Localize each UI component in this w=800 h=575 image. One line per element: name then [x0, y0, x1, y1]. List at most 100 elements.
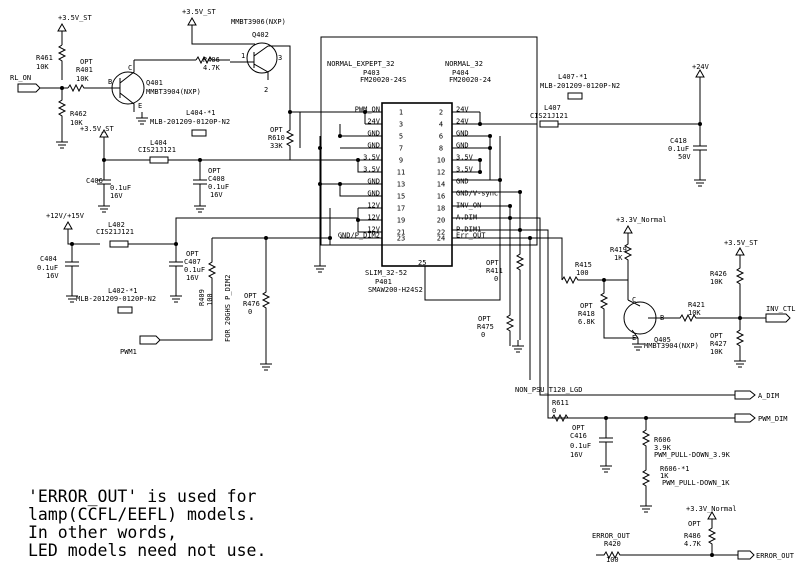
opt-label: OPT [486, 259, 499, 267]
rail-35v-st-2: +3.5V_ST [182, 8, 217, 16]
l407-filter: L407-*1 MLB-201209-0120P-N2 L407 CIS21J1… [530, 63, 710, 174]
connector-left-signal: GND/P_DIM2 [338, 232, 380, 240]
tab-pin-25: 25 [418, 259, 426, 267]
svg-text:2: 2 [264, 86, 268, 94]
r610-ref: R610 [268, 134, 285, 142]
connector-left-signal: GND [367, 130, 380, 138]
connector-pin-number: 3 [399, 121, 403, 129]
connector-pin-number: 19 [397, 217, 405, 225]
l407-ref: L407 [544, 104, 561, 112]
q401-ref: Q401 [146, 79, 163, 87]
opt-label: OPT [710, 332, 723, 340]
connector-right-signal: GND [456, 142, 469, 150]
c406-rating: 16V [110, 192, 123, 200]
connector-right-signal: GND [456, 178, 469, 186]
note-line-3: In other words, [28, 523, 178, 542]
opt-label: OPT [478, 315, 491, 323]
connector-left-signal: 3.5V [363, 154, 381, 162]
c416-value: 0.1uF [570, 442, 591, 450]
connector-pin-number: 9 [399, 157, 403, 165]
connector-pin-number: 7 [399, 145, 403, 153]
l404-1-part: MLB-201209-0120P-N2 [150, 118, 230, 126]
connector-pin-number: 15 [397, 193, 405, 201]
l407-1-ref: L407-*1 [558, 73, 588, 81]
pwm1-path: R409 100 FOR 20GHS P_DIM2 PWM1 OPT R476 … [120, 237, 330, 358]
c406-value: 0.1uF [110, 184, 131, 192]
r418-ref: R418 [578, 310, 595, 318]
junction-dots [60, 86, 742, 557]
r409-ref: R409 [198, 289, 206, 306]
connector-pin-number: 8 [439, 145, 443, 153]
l402-ref: L402 [108, 221, 125, 229]
connector-pin-number: 1 [399, 109, 403, 117]
rail-33v-normal-1: +3.3V_Normal [616, 216, 667, 224]
svg-text:C: C [128, 64, 132, 72]
slim-label: SLIM_32-52 [365, 269, 407, 277]
svg-text:B: B [108, 78, 112, 86]
c416-ref: C416 [570, 432, 587, 440]
c404-value: 0.1uF [37, 264, 58, 272]
opt-label: OPT [688, 520, 701, 528]
q405-ref: Q405 [654, 336, 671, 344]
for-20ghs-label: FOR 20GHS P_DIM2 [224, 275, 232, 342]
connector-right-signal: 24V [456, 106, 469, 114]
pwm-dim-label: PWM_DIM [758, 415, 788, 423]
r475-ref: R475 [477, 323, 494, 331]
opt-label: OPT [186, 250, 199, 258]
r606-1-ref: R606-*1 [660, 465, 690, 473]
r427-value: 10K [710, 348, 723, 356]
connector-pin-number: 2 [439, 109, 443, 117]
power-rail-35v-top: +3.5V_ST R461 10K OPT [36, 14, 93, 80]
l404-part: CIS21J121 [138, 146, 176, 154]
r486-ref: R486 [684, 532, 701, 540]
q402-part: MMBT3906(NXP) [231, 18, 286, 26]
c408-rating: 16V [210, 191, 223, 199]
title-normal-32: NORMAL_32 [445, 60, 483, 68]
right-signal-network: OPT R411 0 OPT R475 0 NON_PSU_T120_LGD A… [424, 192, 788, 500]
rail-35v-st-1: +3.5V_ST [58, 14, 93, 22]
connector-pin-number: 5 [399, 133, 403, 141]
r421-ref: R421 [688, 301, 705, 309]
c406-ref: C406 [86, 177, 103, 185]
title-normal-expept: NORMAL_EXPEPT_32 [327, 60, 394, 68]
l404-1-ref: L404-*1 [186, 109, 216, 117]
c408-value: 0.1uF [208, 183, 229, 191]
r419-value: 1K [614, 254, 623, 262]
c418-ref: C418 [670, 137, 687, 145]
slim-ref: P401 [375, 278, 392, 286]
rail-35v-st-3: +3.5V_ST [80, 125, 115, 133]
r611-ref: R611 [552, 399, 569, 407]
r610-value: 33K [270, 142, 283, 150]
connector-pin-number: 24 [437, 235, 445, 243]
rl-on-input: RL_ON R401 10K R462 10K [10, 66, 110, 136]
connector-left-signal: GND [367, 142, 380, 150]
svg-text:3: 3 [278, 54, 282, 62]
note-line-2: lamp(CCFL/EEFL) models. [28, 505, 257, 524]
note-line-1: 'ERROR_OUT' is used for [28, 487, 257, 506]
connector-left-signal: GND [367, 178, 380, 186]
ref-p404: P404 [452, 69, 469, 77]
part-fm20020-24s: FM20020-24S [360, 76, 406, 84]
c404-rating: 16V [46, 272, 59, 280]
transistor-q405: +3.3V_Normal R419 1K R415 100 OPT R418 6… [561, 216, 796, 356]
connector-right-signal: Err_OUT [456, 232, 486, 240]
connector-pin-number: 4 [439, 121, 443, 129]
connector-left-signal: 24V [367, 118, 380, 126]
svg-text:1: 1 [241, 52, 245, 60]
rl-on-label: RL_ON [10, 74, 31, 82]
r475-value: 0 [481, 331, 485, 339]
svg-text:E: E [632, 334, 636, 342]
r421-value: 10K [688, 309, 701, 317]
r606-value: 3.9K [654, 444, 672, 452]
connector-right-signal: 3.5V [456, 166, 474, 174]
r606-1-note: PWM_PULL-DOWN_1K [662, 479, 730, 487]
connector-pin-number: 17 [397, 205, 405, 213]
r427-ref: R427 [710, 340, 727, 348]
c407-rating: 16V [186, 274, 199, 282]
r426-value: 10K [710, 278, 723, 286]
r606-ref: R606 [654, 436, 671, 444]
r411-ref: R411 [486, 267, 503, 275]
a-dim-label: A_DIM [758, 392, 779, 400]
